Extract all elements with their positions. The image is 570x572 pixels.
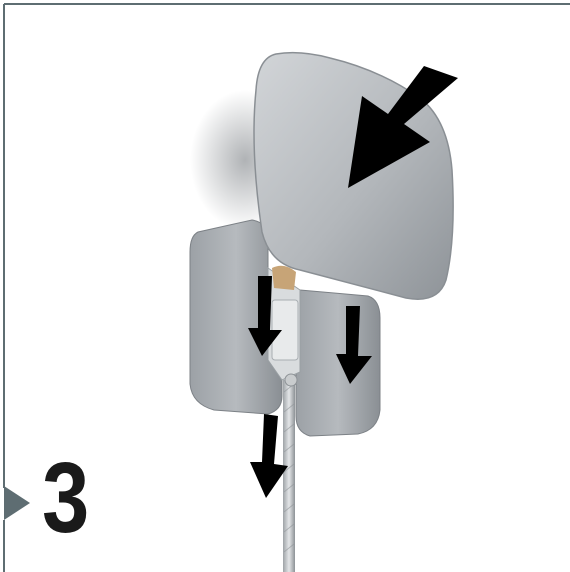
wire-entry-point	[285, 374, 297, 386]
step-number: 3	[42, 448, 89, 548]
triangle-pointer-icon	[4, 486, 30, 520]
hook-body-right	[296, 290, 380, 436]
steel-wire	[283, 380, 295, 572]
arrow-down-wire	[250, 414, 288, 498]
brass-grip	[272, 266, 296, 290]
